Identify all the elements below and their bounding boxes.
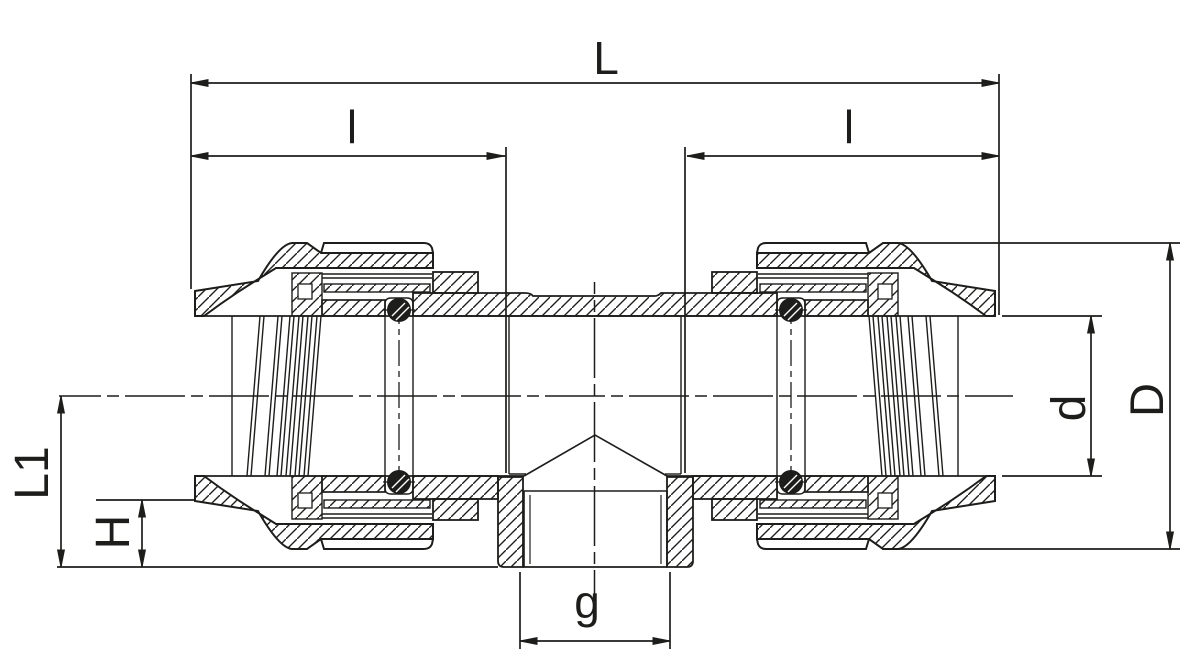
- svg-text:d: d: [1043, 395, 1096, 422]
- svg-text:l: l: [844, 101, 854, 153]
- svg-text:l: l: [347, 101, 357, 153]
- svg-text:D: D: [1120, 383, 1173, 417]
- svg-text:g: g: [574, 576, 600, 628]
- svg-text:H: H: [87, 515, 140, 550]
- svg-text:L: L: [593, 32, 619, 84]
- svg-text:L1: L1: [6, 446, 59, 499]
